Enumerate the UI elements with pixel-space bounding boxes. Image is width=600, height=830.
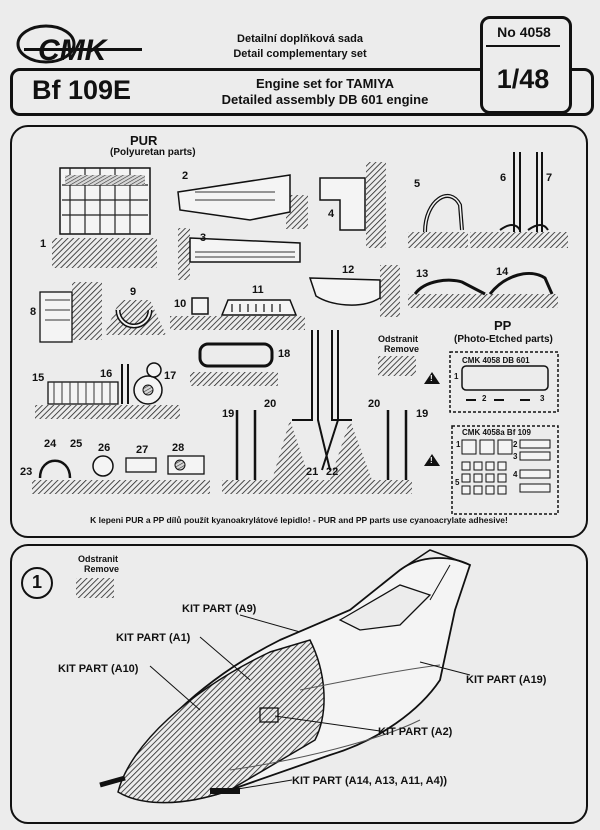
part-number: 20 [264,398,277,410]
product-box [480,16,572,114]
part-number: 20 [368,398,381,410]
engine-line-1: Engine set for TAMIYA [256,76,394,91]
part-number: 19 [416,408,429,420]
remove-label-en: Remove [384,344,420,354]
pe-number: 2 [482,394,487,403]
part-number: 7 [546,172,553,184]
part-number: 18 [278,348,291,360]
part-8 [39,282,102,343]
pe-sheet-1-label: CMK 4058 DB 601 [462,356,530,365]
part-number: 26 [98,442,111,454]
logo-text: CMK [38,34,109,64]
remove-marker-1 [378,356,416,376]
part-number: 14 [496,266,509,278]
step-circle [21,567,53,599]
parts-panel [10,125,588,538]
step-number: 1 [31,572,42,592]
pe-sheet-2-label: CMK 4058a Bf 109 [462,428,531,437]
part-number: 8 [30,306,37,318]
part-number: 17 [164,370,177,382]
part-number: 21 [306,466,319,478]
part-18 [190,342,278,386]
warning-icon: ! [430,374,433,383]
part-number: 2 [182,170,189,182]
remove-label-cz: Odstranit [378,334,419,344]
model-name: Bf 109E [32,75,132,105]
pur-title: PUR [130,133,158,148]
remove-label-en: Remove [84,564,120,574]
fuselage-drawing [76,549,472,804]
part-number: 3 [200,232,207,244]
part-number: 4 [328,208,335,220]
parts-19-22 [222,330,412,494]
remove-label-cz: Odstranit [78,554,119,564]
part-number: 6 [500,172,507,184]
part-number: 25 [70,438,83,450]
pur-subtitle: (Polyuretan parts) [110,147,196,158]
part-2 [177,174,308,229]
part-number: 22 [326,466,339,478]
part-5-tube [408,193,468,248]
part-number: 1 [40,238,47,250]
pe-sheet-2 [424,425,559,515]
pe-number: 5 [455,478,460,487]
subtitle-english: Detail complementary set [233,48,367,60]
pp-subtitle: (Photo-Etched parts) [454,334,553,345]
parts-6-7 [470,152,568,248]
kit-part-a10-label: KIT PART (A10) [58,663,139,675]
kit-part-a14-label: KIT PART (A14, A13, A11, A4)) [292,775,448,787]
part-number: 5 [414,178,421,190]
parts-15-17 [35,362,180,419]
part-12 [308,265,400,317]
part-number: 27 [136,444,149,456]
part-1-engine-block [52,167,157,268]
part-number: 19 [222,408,235,420]
pe-number: 3 [513,452,518,461]
part-number: 13 [416,268,429,280]
part-number: 23 [20,466,33,478]
pe-number: 1 [454,372,459,381]
part-number: 16 [100,368,113,380]
product-number: No 4058 [497,24,551,40]
adhesive-note: K lepeni PUR a PP dílů použít kyanoakryl… [90,515,508,525]
parts-23-28 [32,455,210,494]
part-number: 9 [130,286,137,298]
part-4 [319,162,386,248]
assembly-panel [10,544,588,824]
kit-part-a1-label: KIT PART (A1) [116,632,191,644]
kit-part-a2-label: KIT PART (A2) [378,726,453,738]
part-9 [104,300,166,335]
parts-10-11 [170,297,305,330]
cmk-logo: CMK [12,20,147,67]
scale: 1/48 [496,64,550,94]
part-number: 10 [174,298,187,310]
parts-13-14 [408,271,558,308]
part-number: 15 [32,372,45,384]
part-number: 28 [172,442,185,454]
pe-number: 3 [540,394,545,403]
pp-title: PP [494,318,512,333]
kit-part-a9-label: KIT PART (A9) [182,603,257,615]
part-number: 11 [252,284,264,296]
part-number: 12 [342,264,355,276]
part-number: 24 [44,438,57,450]
part-3 [178,228,301,280]
pe-number: 2 [513,440,518,449]
warning-icon: ! [430,456,433,465]
engine-line-2: Detailed assembly DB 601 engine [221,92,429,107]
subtitle-czech: Detailní doplňková sada [237,33,363,45]
pe-number: 1 [456,440,461,449]
pe-sheet-1 [424,351,559,413]
parts-drawing [32,152,568,515]
kit-part-a19-label: KIT PART (A19) [466,674,547,686]
pe-number: 4 [513,470,518,479]
